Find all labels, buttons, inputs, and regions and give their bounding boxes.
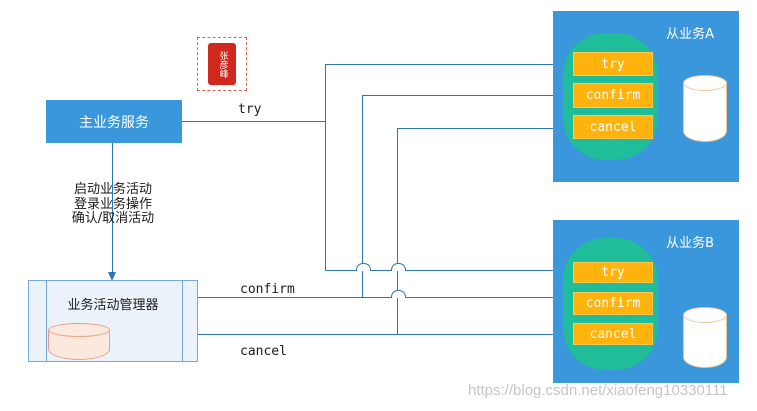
slave-a-confirm-button: confirm (573, 83, 653, 108)
slave-a-try-button: try (573, 52, 653, 76)
activity-manager-node: 业务活动管理器 (28, 280, 198, 362)
wire-confirm-trunk (362, 95, 363, 298)
wire-label-cancel: cancel (240, 344, 287, 359)
main-service-node: 主业务服务 (46, 100, 182, 143)
wire-cancel-trunk (397, 128, 398, 335)
slave-a-title: 从业务A (666, 27, 714, 42)
seal-text: 张彦峰 (208, 43, 236, 85)
activity-manager-label: 业务活动管理器 (67, 298, 159, 313)
slave-b-title: 从业务B (666, 236, 714, 251)
manager-right-band (182, 281, 183, 361)
csdn-watermark: https://blog.csdn.net/xiaofeng10330111 (468, 382, 728, 399)
wire-main-to-trunk (182, 121, 326, 122)
manager-database-icon (48, 323, 110, 360)
wire-hop-icon (356, 263, 371, 271)
wire-confirm-to-slave-a (362, 95, 563, 96)
slave-b-confirm-button: confirm (573, 292, 653, 315)
wire-hop-icon (391, 263, 406, 271)
wire-cancel-to-slave-b (198, 334, 563, 335)
note-line: 登录业务操作 (73, 196, 152, 212)
main-to-manager-note: 启动业务活动 登录业务操作 确认/取消活动 (50, 182, 176, 227)
arrowhead-manager-icon (108, 272, 116, 281)
manager-left-band (46, 281, 47, 361)
slave-service-a-node: 从业务A try confirm cancel (553, 11, 739, 182)
wire-cancel-to-slave-a (397, 128, 563, 129)
note-line: 启动业务活动 (73, 182, 152, 197)
wire-confirm-to-slave-b (198, 297, 563, 298)
slave-service-b-node: 从业务B try confirm cancel (553, 220, 739, 383)
slave-b-database-icon (683, 307, 727, 368)
wire-label-confirm: confirm (240, 282, 295, 297)
wire-try-trunk (325, 64, 326, 271)
slave-a-database-icon (683, 75, 727, 142)
seal-stamp: 张彦峰 (197, 37, 247, 91)
slave-b-try-button: try (573, 262, 653, 283)
slave-a-cancel-button: cancel (573, 115, 653, 139)
main-service-label: 主业务服务 (79, 114, 149, 131)
wire-label-try: try (238, 102, 262, 117)
wire-try-to-slave-a (325, 64, 563, 65)
slave-b-cancel-button: cancel (573, 323, 653, 345)
wire-try-to-slave-b (325, 270, 563, 271)
wire-hop-icon (391, 290, 406, 298)
note-line: 确认/取消活动 (71, 211, 155, 226)
wire-main-to-manager (112, 143, 113, 275)
